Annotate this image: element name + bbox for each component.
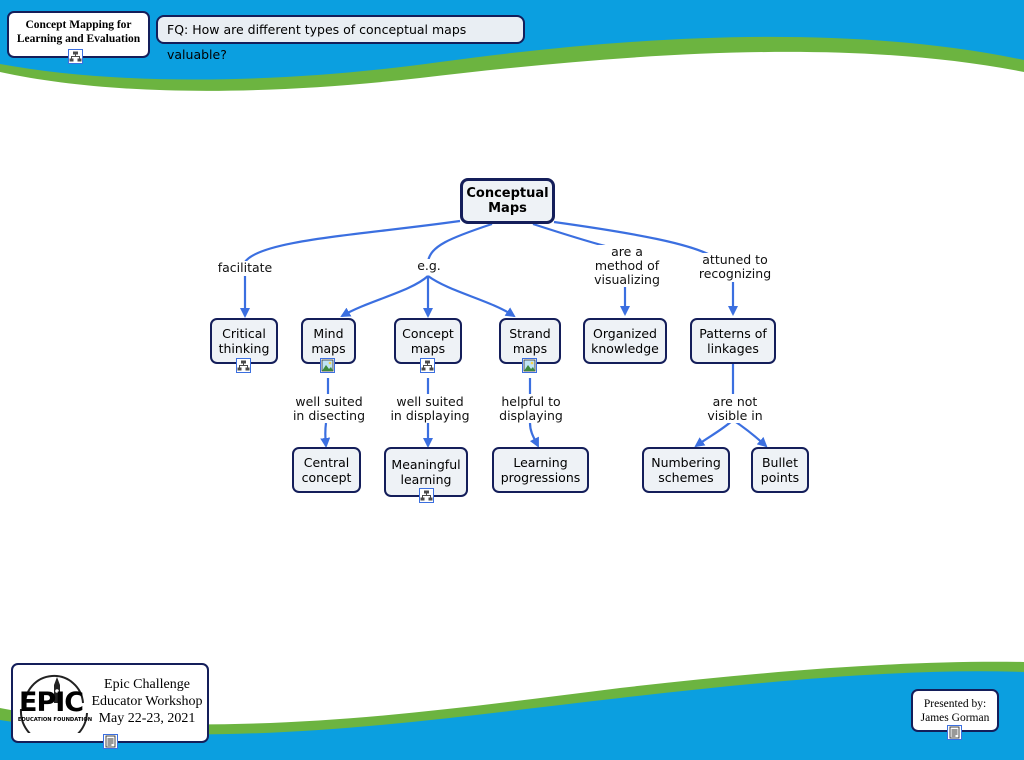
presenter-box[interactable]: Presented by: James Gorman (911, 689, 999, 732)
concept-learning-progressions-label: Learning progressions (500, 455, 581, 485)
document-icon[interactable] (103, 734, 118, 749)
link-root-attuned (553, 220, 713, 257)
concept-meaningful-learning-label: Meaningful learning (391, 457, 461, 487)
link-helpful-progressions (528, 422, 539, 448)
presenter-text: Presented by: James Gorman (920, 698, 990, 724)
concept-organized-knowledge[interactable]: Organized knowledge (583, 318, 667, 364)
link-eg-strand (427, 275, 516, 318)
event-box[interactable]: EPIC EDUCATION FOUNDATION Epic Challenge… (11, 663, 209, 743)
concept-organized-knowledge-label: Organized knowledge (591, 326, 659, 356)
concept-critical-thinking-label: Critical thinking (218, 326, 270, 356)
concept-map-icon[interactable] (68, 49, 83, 64)
concept-numbering-schemes[interactable]: Numbering schemes (642, 447, 730, 493)
focus-question[interactable]: FQ: How are different types of conceptua… (156, 15, 525, 62)
link-root-eg (426, 222, 493, 263)
concept-bullet-points-label: Bullet points (760, 455, 800, 485)
link-eg-mind (340, 275, 429, 317)
concept-map-icon[interactable] (419, 488, 434, 503)
link-root-facilitate (244, 219, 461, 263)
link-label-eg[interactable]: e.g. (408, 259, 450, 273)
concept-concept-maps[interactable]: Concept maps (394, 318, 462, 364)
link-label-disecting[interactable]: well suited in disecting (288, 395, 370, 423)
bottom-blue-wave (0, 671, 1024, 760)
epic-logo-subtext: EDUCATION FOUNDATION (17, 717, 93, 723)
link-root-method (532, 222, 606, 248)
concept-patterns-of-linkages-label: Patterns of linkages (699, 326, 767, 356)
concept-central-concept[interactable]: Central concept (292, 447, 361, 493)
epic-logo (19, 674, 88, 733)
concept-strand-maps-label: Strand maps (509, 326, 551, 356)
concept-patterns-of-linkages[interactable]: Patterns of linkages (690, 318, 776, 364)
concept-critical-thinking[interactable]: Critical thinking (210, 318, 278, 364)
link-label-attuned[interactable]: attuned to recognizing (694, 253, 776, 281)
link-label-method[interactable]: are a method of visualizing (588, 245, 666, 287)
concept-numbering-schemes-label: Numbering schemes (651, 455, 721, 485)
document-icon[interactable] (947, 725, 962, 740)
link-notvisible-numbering (694, 419, 734, 448)
concept-concept-maps-label: Concept maps (402, 326, 454, 356)
image-icon[interactable] (522, 358, 537, 373)
concept-bullet-points[interactable]: Bullet points (751, 447, 809, 493)
epic-logo-text: EPIC (19, 687, 84, 718)
concept-mind-maps-label: Mind maps (311, 326, 346, 356)
concept-map-icon[interactable] (420, 358, 435, 373)
link-label-displaying[interactable]: well suited in displaying (386, 395, 474, 423)
link-label-facilitate[interactable]: facilitate (214, 261, 276, 275)
link-notvisible-bullet (732, 419, 768, 448)
image-icon[interactable] (320, 358, 335, 373)
link-label-helpful[interactable]: helpful to displaying (493, 395, 569, 423)
event-text: Epic Challenge Educator Workshop May 22-… (91, 677, 203, 726)
link-disecting-central (320, 422, 331, 448)
concept-learning-progressions[interactable]: Learning progressions (492, 447, 589, 493)
concept-map-icon[interactable] (236, 358, 251, 373)
title-text: Concept Mapping for Learning and Evaluat… (16, 19, 141, 45)
link-label-notvisible[interactable]: are not visible in (702, 395, 768, 423)
concept-conceptual-maps[interactable]: Conceptual Maps (460, 178, 555, 224)
concept-central-concept-label: Central concept (301, 455, 352, 485)
concept-conceptual-maps-label: Conceptual Maps (466, 186, 549, 216)
